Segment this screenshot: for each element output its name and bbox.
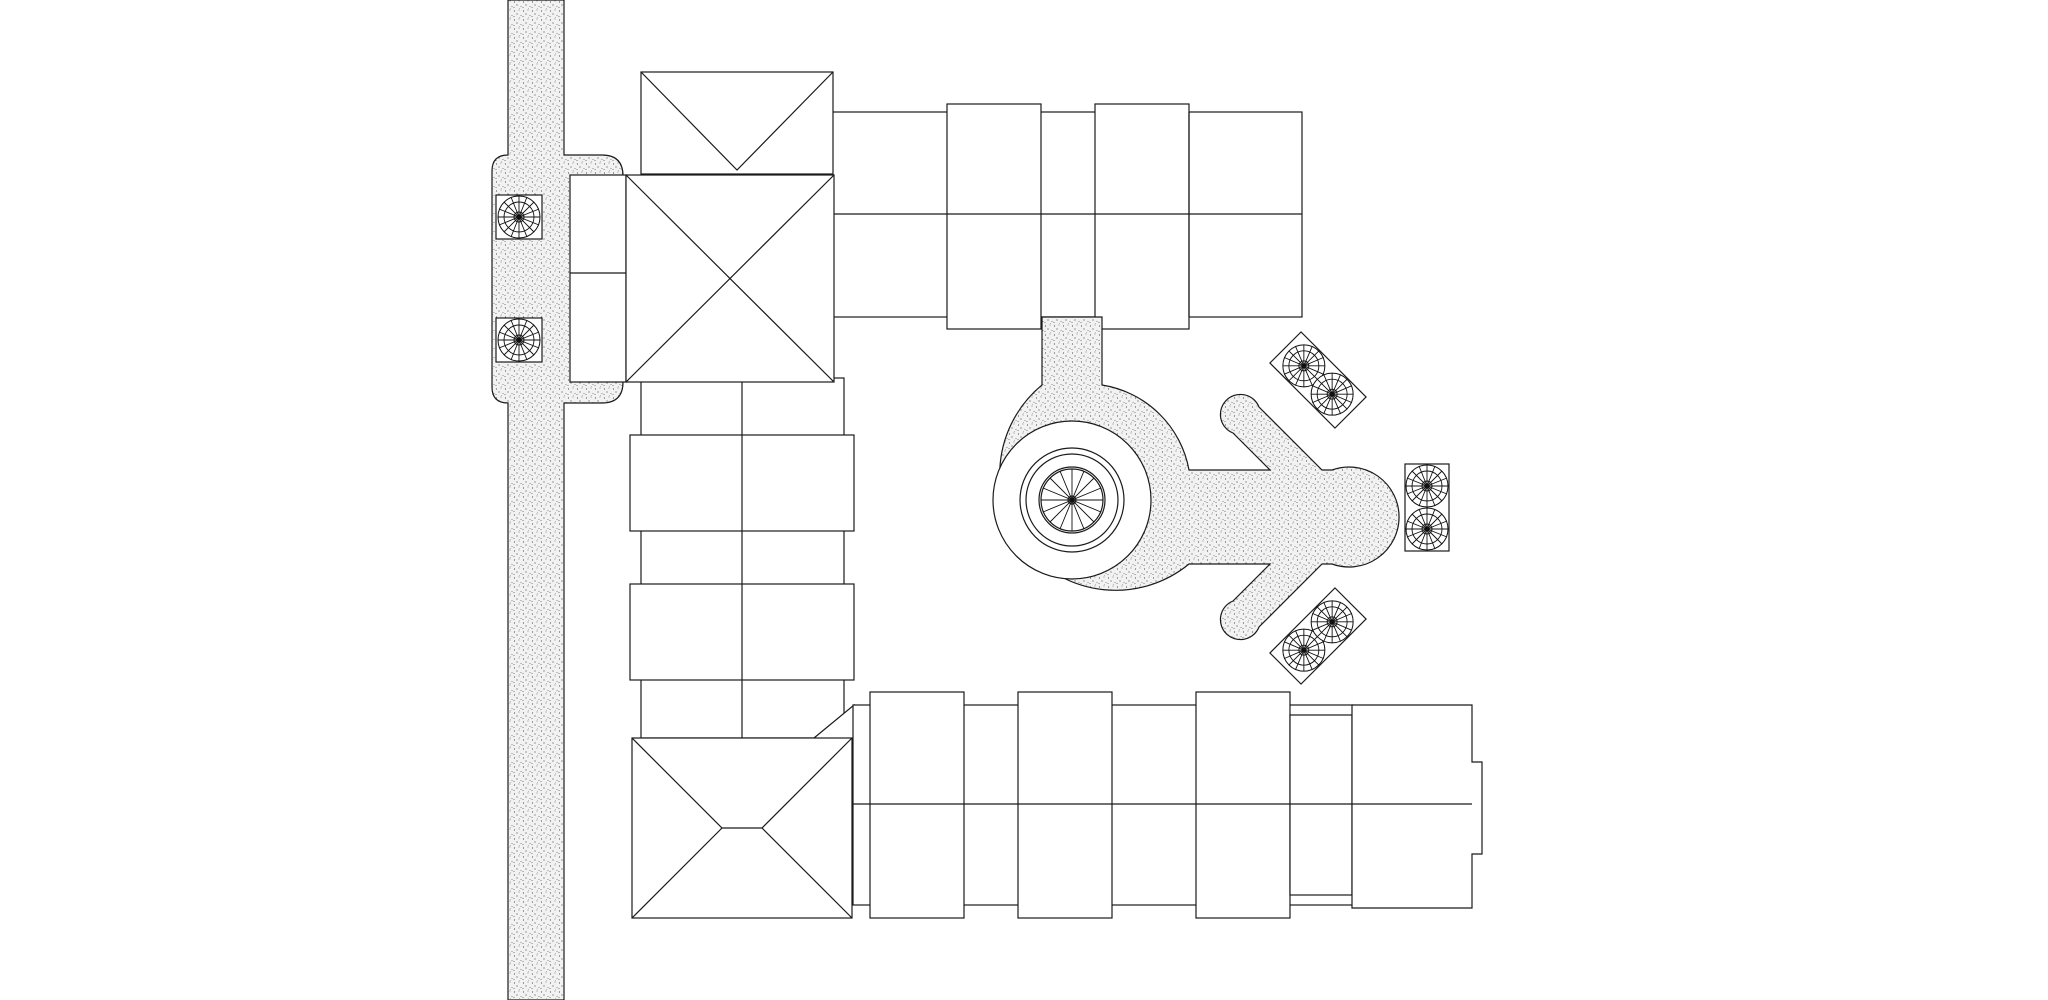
building-west-wing (629, 377, 855, 739)
road-bay-planter-2 (495, 317, 543, 363)
road (491, 0, 624, 1000)
south-block-3 (1195, 691, 1291, 919)
entry-porch (569, 174, 627, 383)
north-block-1 (946, 103, 1042, 330)
fountain (992, 420, 1152, 580)
planter-north-east (1269, 331, 1367, 429)
central-courtyard (992, 316, 1400, 641)
road-strip (491, 0, 624, 1000)
south-end-connector (1289, 714, 1353, 896)
building-north-wing (640, 71, 1303, 330)
south-end-block (1351, 704, 1483, 909)
north-hip-roof-pavilion (640, 71, 834, 175)
building-south-wing (631, 691, 1483, 919)
north-block-2 (1094, 103, 1190, 330)
road-bay-planter-1 (495, 194, 543, 240)
northwest-pavilion (569, 174, 835, 383)
tree-planters (1269, 331, 1450, 685)
planter-east (1404, 463, 1450, 552)
planter-south-east (1269, 587, 1367, 685)
south-block-1 (869, 691, 965, 919)
south-block-2 (1017, 691, 1113, 919)
